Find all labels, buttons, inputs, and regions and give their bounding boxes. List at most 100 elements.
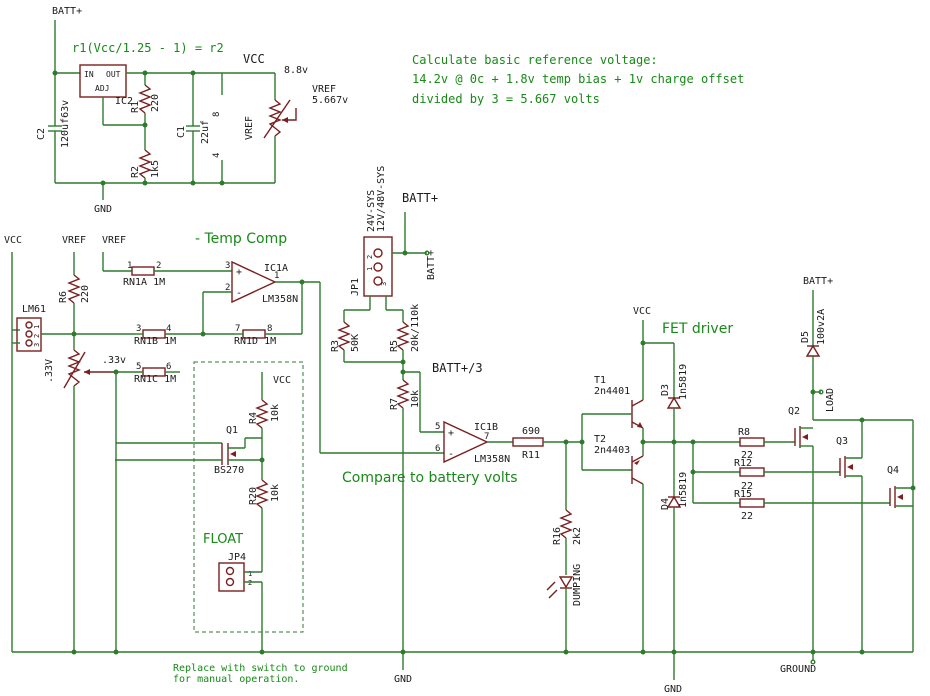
t1-ref: T1 [594, 375, 606, 386]
v033-a: .33V [44, 359, 55, 383]
d3-ref: D3 [660, 384, 671, 396]
ic1a-pin3: 3 [225, 261, 230, 271]
pin-8: 8 [212, 112, 222, 117]
net-vcc-float: VCC [273, 375, 291, 386]
net-vref-mid: VREF [102, 235, 126, 246]
jp4-ref: JP4 [228, 552, 246, 563]
ic1a-plus: + [236, 267, 242, 278]
q1-ref: Q1 [226, 425, 238, 436]
ic2-ref: IC2 [115, 96, 133, 107]
r4-value: 10k [270, 404, 281, 422]
c1-value: 22uf [200, 120, 211, 144]
net-vcc-left: VCC [4, 235, 22, 246]
r6-value: 220 [80, 285, 91, 303]
r16-ref: R16 [552, 527, 563, 545]
d4-part: 1n5819 [678, 472, 689, 508]
float-section-box [193, 361, 304, 633]
rn1a-ref: RN1A 1M [123, 277, 165, 288]
lm61-pin1: 1 [33, 325, 41, 329]
r3-ref: R3 [330, 340, 341, 352]
rn1b-p2: 4 [166, 324, 171, 334]
temp-comp-title: - Temp Comp [195, 231, 287, 247]
ic2-out: OUT [106, 70, 121, 79]
q1-part: BS270 [214, 465, 244, 476]
rn1d-p1: 7 [235, 324, 240, 334]
jp4-pin1: 1 [248, 570, 252, 578]
ic2-adj: ADJ [95, 84, 109, 93]
r15-ref: R15 [734, 489, 752, 500]
q2-ref: Q2 [788, 406, 800, 417]
lm61-pin2: 2 [33, 334, 41, 338]
r20-value: 10k [270, 484, 281, 502]
compare-title: Compare to battery volts [342, 470, 518, 486]
pin-4: 4 [212, 153, 222, 158]
jp1-opt1: 24V-SYS [366, 190, 377, 232]
rn1a-p2: 2 [156, 261, 161, 271]
rn1a-p1: 1 [127, 261, 132, 271]
rn1b-p1: 3 [136, 324, 141, 334]
r12-value: 22 [741, 481, 753, 492]
ic1a-pin1: 1 [274, 271, 279, 281]
net-vref-left: VREF [62, 235, 86, 246]
net-gnd-top: GND [94, 204, 112, 215]
calc-note-line1: Calculate basic reference voltage: [412, 53, 658, 67]
net-ground: GROUND [780, 664, 816, 675]
r11-ref: R11 [522, 450, 540, 461]
r8-value: 22 [741, 450, 753, 461]
jp4-body [218, 562, 245, 592]
ic1a-minus: - [236, 288, 242, 299]
net-load: LOAD [825, 388, 836, 412]
ic1b-pin7: 7 [484, 432, 489, 442]
rn1d-ref: RN1D 1M [234, 336, 276, 347]
net-gnd-bottom2: GND [664, 684, 682, 695]
r3-value: 50K [350, 334, 361, 352]
regulator-formula: r1(Vcc/1.25 - 1) = r2 [72, 41, 224, 55]
jp1-pin1: 1 [366, 267, 374, 271]
r20-ref: R20 [248, 487, 259, 505]
calc-note-line3: divided by 3 = 5.667 volts [412, 92, 600, 106]
t1-part: 2n4401 [594, 386, 630, 397]
net-batt-plus-mid: BATT+ [402, 191, 438, 205]
q4-ref: Q4 [887, 465, 899, 476]
vref-pot-ref: VREF [244, 116, 255, 140]
ic1a-pin2: 2 [225, 283, 230, 293]
vcc-value: 8.8v [284, 65, 308, 76]
ic1b-pin5: 5 [435, 422, 440, 432]
fet-driver-title: FET driver [662, 321, 733, 337]
net-batt-plus-top: BATT+ [52, 6, 82, 17]
jp1-opt2: 12V/48V-SYS [376, 166, 387, 232]
c2-value: 120uf63v [60, 100, 71, 148]
c2-ref: C2 [36, 128, 47, 140]
r2-value: 1k5 [150, 160, 161, 178]
ic1b-minus: - [448, 449, 454, 460]
ic1b-pin6: 6 [435, 444, 440, 454]
d5-part: 100v2A [816, 309, 827, 345]
jp1-body [363, 236, 393, 297]
lm61-ref: LM61 [22, 304, 46, 315]
rn1b-ref: RN1B 1M [134, 336, 176, 347]
ic1b-body [443, 420, 489, 464]
d5-ref: D5 [800, 331, 811, 343]
net-batt-div3: BATT+/3 [432, 361, 483, 375]
net-vcc-fet: VCC [633, 306, 651, 317]
jp1-pin2: 2 [366, 255, 374, 259]
r15-value: 22 [741, 511, 753, 522]
net-batt-plus-right: BATT+ [803, 276, 833, 287]
t2-part: 2n4403 [594, 445, 630, 456]
ic1a-body [231, 260, 277, 304]
r16-value: 2k2 [572, 527, 583, 545]
r12-ref: R12 [734, 458, 752, 469]
ic1b-plus: + [448, 428, 454, 439]
d3-part: 1n5819 [678, 364, 689, 400]
jp1-ref: JP1 [350, 278, 361, 296]
rn1c-p2: 6 [166, 362, 171, 372]
rn1c-p1: 5 [136, 362, 141, 372]
c1-ref: C1 [176, 126, 187, 138]
r7-value: 10k [410, 390, 421, 408]
ic1b-ref: IC1B [474, 422, 498, 433]
ic1b-part: LM358N [474, 454, 510, 465]
ic1a-part: LM358N [262, 294, 298, 305]
footer-note-line2: for manual operation. [173, 674, 299, 685]
r11-value: 690 [522, 426, 540, 437]
